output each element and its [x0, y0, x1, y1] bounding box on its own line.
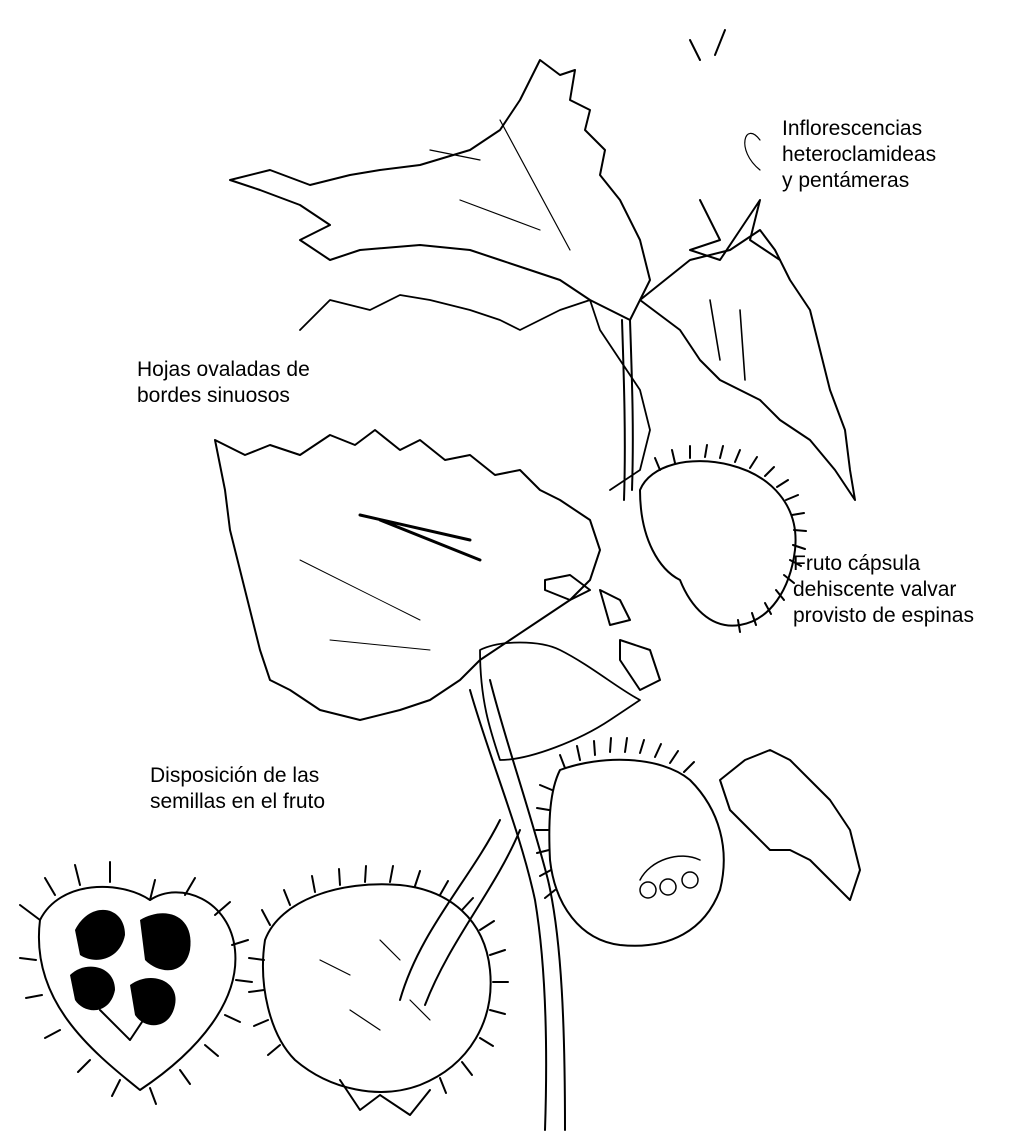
lower-right-flower — [720, 750, 860, 900]
fruit-label-line-1: Fruto cápsula — [793, 551, 974, 577]
spiny-fruit — [640, 461, 796, 625]
fruit-label-line-2: dehiscente valvar — [793, 577, 974, 603]
node-flowers — [545, 575, 660, 690]
fruit-spines — [655, 445, 806, 632]
seed — [70, 967, 115, 1011]
seeds-label: Disposición de las semillas en el fruto — [150, 763, 325, 815]
whole-fruit — [249, 866, 508, 1115]
seed — [130, 978, 176, 1025]
top-flower — [690, 30, 780, 260]
upper-leaf — [230, 60, 650, 320]
upper-right-leaf — [640, 230, 855, 500]
lower-fruit — [549, 760, 723, 946]
inflorescence-label-line-1: Inflorescencias — [782, 116, 936, 142]
seeds-label-line-1: Disposición de las — [150, 763, 325, 789]
leaves-label-line-1: Hojas ovaladas de — [137, 357, 310, 383]
small-leaf — [480, 643, 640, 761]
seed — [75, 910, 125, 960]
fruit-label: Fruto cápsula dehiscente valvar provisto… — [793, 551, 974, 629]
leaves-label: Hojas ovaladas de bordes sinuosos — [137, 357, 310, 409]
middle-left-leaf — [215, 430, 600, 720]
fruit-cross-section — [20, 862, 252, 1104]
inflorescence-label-line-2: heteroclamideas — [782, 142, 936, 168]
leaves-label-line-2: bordes sinuosos — [137, 383, 310, 409]
fruit-label-line-3: provisto de espinas — [793, 603, 974, 629]
main-stem — [622, 320, 633, 500]
lower-fruit-spines — [536, 738, 694, 898]
leaf-margin — [300, 295, 650, 490]
side-branch — [400, 820, 520, 1005]
seeds-label-line-2: semillas en el fruto — [150, 789, 325, 815]
seed — [140, 913, 191, 970]
inflorescence-label: Inflorescencias heteroclamideas y pentám… — [782, 116, 936, 194]
lower-stem — [470, 680, 565, 1130]
inflorescence-label-line-3: y pentámeras — [782, 168, 936, 194]
